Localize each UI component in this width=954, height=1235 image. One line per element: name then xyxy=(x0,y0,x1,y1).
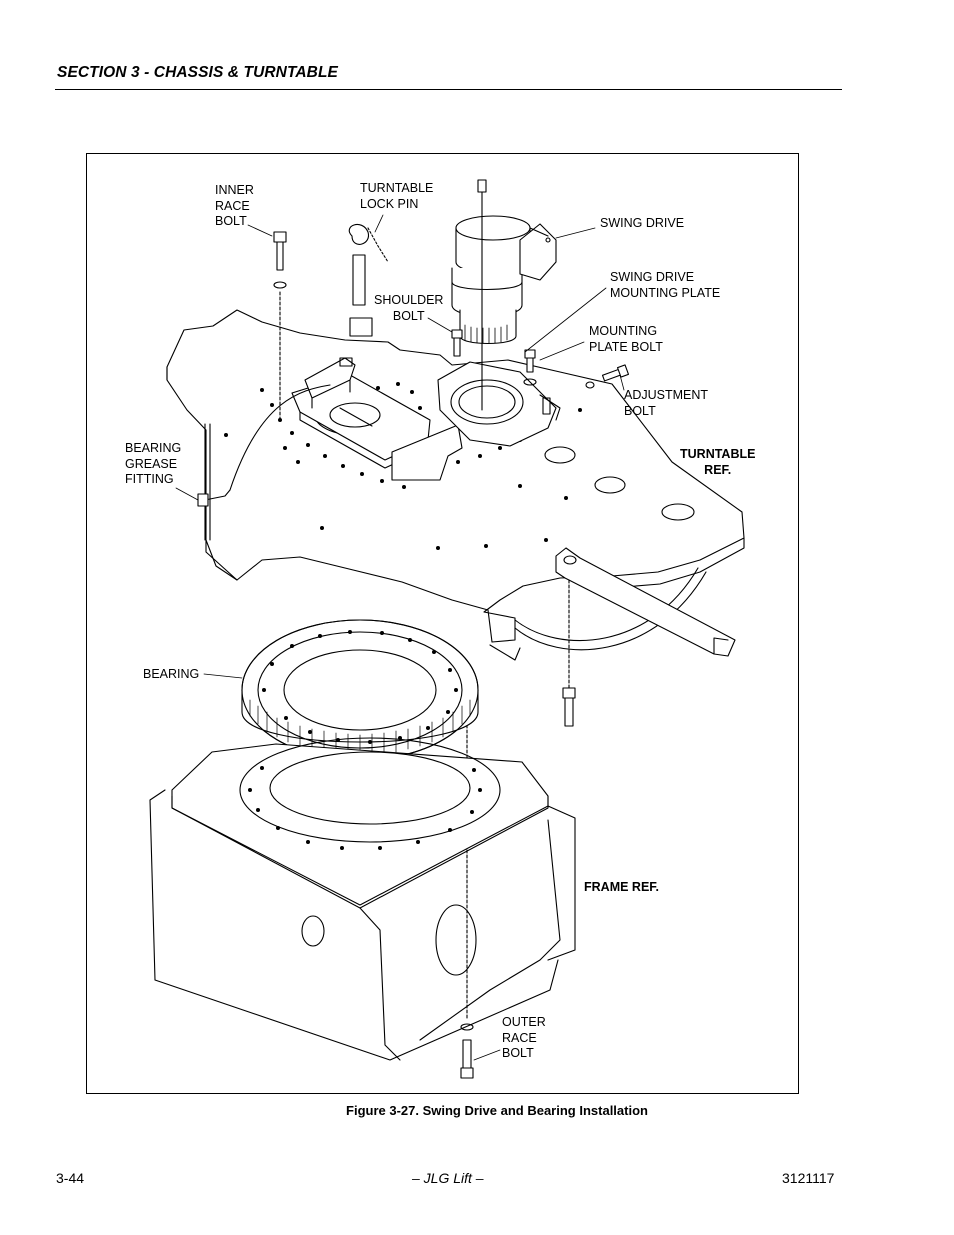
label-bearing-grease-fitting: BEARING GREASE FITTING xyxy=(125,441,182,486)
turntable-plate xyxy=(166,309,745,661)
label-inner-race-bolt: INNER RACE BOLT xyxy=(215,183,254,228)
bearing xyxy=(241,619,479,761)
label-turntable-lock-pin: TURNTABLE LOCK PIN xyxy=(360,181,434,211)
label-shoulder-bolt: SHOULDER BOLT xyxy=(374,293,444,323)
label-mounting-plate-bolt: MOUNTING PLATE BOLT xyxy=(589,324,663,354)
small-parts xyxy=(197,223,630,1079)
figure-caption: Figure 3-27. Swing Drive and Bearing Ins… xyxy=(0,1103,954,1118)
footer-page-number: 3-44 xyxy=(56,1170,85,1186)
header-rule xyxy=(55,89,842,90)
label-turntable-ref: TURNTABLE REF. xyxy=(680,447,756,477)
figure-frame xyxy=(86,153,799,1094)
exploded-view-illustration xyxy=(149,179,745,1079)
footer-doc-number: 3121117 xyxy=(782,1170,835,1186)
label-outer-race-bolt: OUTER RACE BOLT xyxy=(502,1015,546,1060)
label-swing-drive: SWING DRIVE xyxy=(600,216,685,230)
figure-caption-text: Figure 3-27. Swing Drive and Bearing Ins… xyxy=(346,1103,648,1118)
footer-center-text: – JLG Lift – xyxy=(412,1170,484,1186)
leader-lines xyxy=(175,214,625,1061)
section-header: SECTION 3 - CHASSIS & TURNTABLE xyxy=(57,64,338,81)
label-bearing: BEARING xyxy=(143,667,200,681)
swing-drive xyxy=(451,179,557,411)
label-adjustment-bolt: ADJUSTMENT BOLT xyxy=(624,388,709,418)
label-swing-drive-mounting-plate: SWING DRIVE MOUNTING PLATE xyxy=(610,270,721,300)
frame xyxy=(149,737,576,1061)
label-frame-ref: FRAME REF. xyxy=(584,880,659,894)
